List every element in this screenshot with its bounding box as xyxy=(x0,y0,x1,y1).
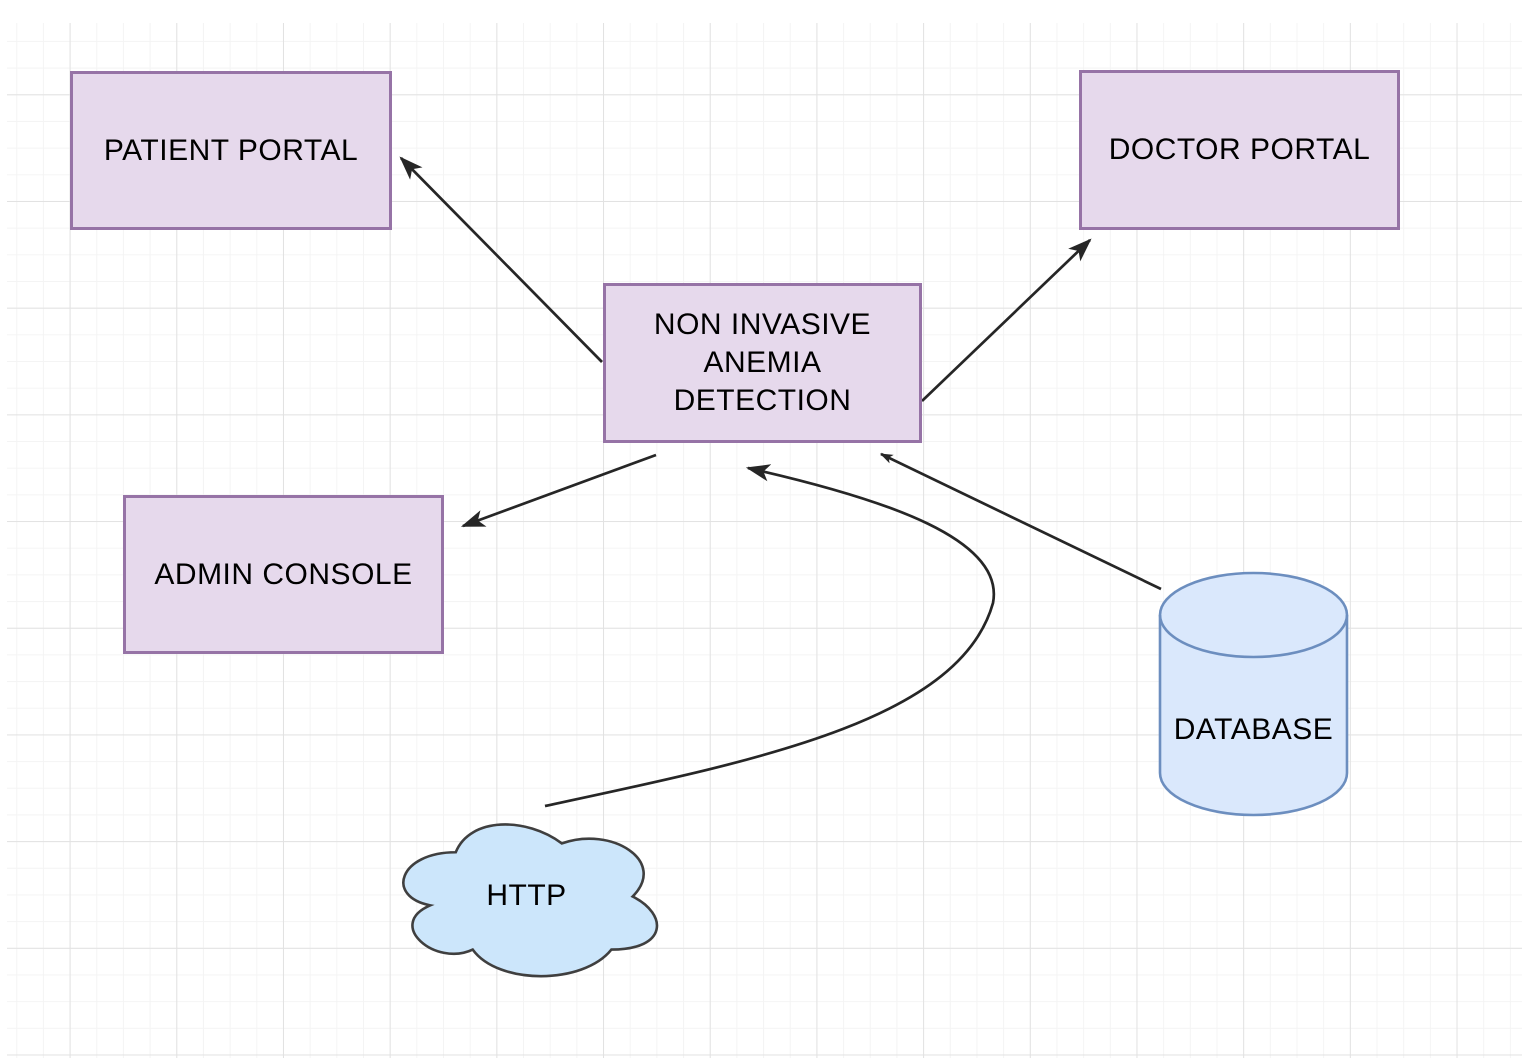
edge-database-to-detection[interactable] xyxy=(879,452,1162,591)
node-patient-portal-label: PATIENT PORTAL xyxy=(103,133,359,167)
anemia-label-line3: DETECTION xyxy=(673,384,852,417)
node-doctor-portal[interactable]: DOCTOR PORTAL xyxy=(1079,70,1400,230)
database-cylinder-lip xyxy=(1158,614,1349,659)
node-anemia-detection-label: NON INVASIVE ANEMIA DETECTION xyxy=(654,306,871,420)
edge-http-to-detection[interactable] xyxy=(544,464,996,808)
anemia-label-line2: ANEMIA xyxy=(703,346,822,379)
edge-detection-to-admin-console[interactable] xyxy=(460,453,657,528)
edge-detection-to-patient-portal[interactable] xyxy=(399,156,603,363)
node-admin-console[interactable]: ADMIN CONSOLE xyxy=(123,495,444,654)
node-anemia-detection[interactable]: NON INVASIVE ANEMIA DETECTION xyxy=(603,283,922,443)
anemia-label-line1: NON INVASIVE xyxy=(653,308,872,341)
node-doctor-portal-label: DOCTOR PORTAL xyxy=(1108,133,1371,166)
edge-detection-to-doctor-portal[interactable] xyxy=(921,238,1092,402)
node-patient-portal[interactable]: PATIENT PORTAL xyxy=(70,71,392,230)
node-admin-console-label: ADMIN CONSOLE xyxy=(154,557,413,591)
